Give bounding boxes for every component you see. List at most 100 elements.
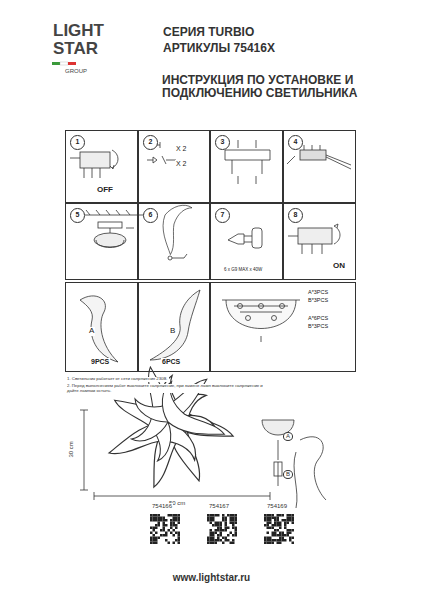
qr-module bbox=[264, 514, 267, 517]
qr-module bbox=[227, 527, 230, 530]
qr-module bbox=[155, 527, 158, 530]
qr-module bbox=[163, 522, 166, 525]
qr-module bbox=[212, 539, 215, 542]
qr-module bbox=[269, 537, 272, 540]
qr-module bbox=[220, 522, 223, 525]
qr-module bbox=[279, 537, 282, 540]
qr-module bbox=[272, 532, 275, 535]
qr-module bbox=[215, 532, 218, 535]
qr-module bbox=[287, 522, 290, 525]
qr-module bbox=[175, 527, 178, 530]
qr-module bbox=[222, 517, 225, 520]
qr-module bbox=[210, 522, 213, 525]
qr-module bbox=[153, 529, 156, 532]
step-cell: 8ON bbox=[283, 203, 356, 280]
cell-text: 6PCS bbox=[161, 358, 181, 366]
qr-module bbox=[150, 514, 153, 517]
qr-module bbox=[170, 524, 173, 527]
qr-module bbox=[178, 534, 181, 537]
qr-module bbox=[175, 514, 178, 517]
qr-module bbox=[272, 514, 275, 517]
qr-module bbox=[235, 519, 238, 522]
step-cell: 3 bbox=[210, 130, 283, 203]
qr-module bbox=[150, 517, 153, 520]
qr-module bbox=[269, 527, 272, 530]
qr-module bbox=[235, 514, 238, 517]
qr-module bbox=[153, 527, 156, 530]
qr-module bbox=[287, 529, 290, 532]
qr-module bbox=[289, 529, 292, 532]
qr-module bbox=[153, 534, 156, 537]
note: 1. Светильник работает от сети напряжени… bbox=[66, 377, 169, 382]
qr-module bbox=[264, 537, 267, 540]
qr-module bbox=[279, 532, 282, 535]
qr-module bbox=[217, 514, 220, 517]
qr-module bbox=[289, 517, 292, 520]
qr-module bbox=[158, 522, 161, 525]
qr-module bbox=[277, 542, 280, 545]
cell-text: X 2 bbox=[175, 160, 188, 168]
qr-module bbox=[235, 527, 238, 530]
qr-module bbox=[287, 519, 290, 522]
qr-module bbox=[158, 524, 161, 527]
qr-module bbox=[277, 539, 280, 542]
series-name: СЕРИЯ TURBIO bbox=[162, 26, 255, 39]
logo-text: GROUP bbox=[64, 68, 88, 75]
qr-module bbox=[289, 532, 292, 535]
callout-letter: A bbox=[283, 432, 293, 441]
qr-module bbox=[282, 532, 285, 535]
qr-module bbox=[274, 529, 277, 532]
qr-module bbox=[168, 542, 171, 545]
qr-module bbox=[284, 522, 287, 525]
qr-module bbox=[267, 517, 270, 520]
qr-module bbox=[165, 534, 168, 537]
logo-text: STAR bbox=[52, 40, 99, 59]
step-cell: B6PCS bbox=[138, 282, 210, 372]
qr-module bbox=[210, 537, 213, 540]
qr-module bbox=[158, 537, 161, 540]
step-cell: A*3PCSB*3PCSA*6PCSB*3PCS bbox=[210, 282, 356, 372]
qr-module bbox=[175, 539, 178, 542]
qr-module bbox=[292, 537, 295, 540]
qr-module bbox=[210, 529, 213, 532]
step-cell: A9PCS bbox=[65, 282, 138, 372]
qr-module bbox=[160, 529, 163, 532]
qr-module bbox=[225, 537, 228, 540]
qr-module bbox=[269, 514, 272, 517]
qr-module bbox=[150, 527, 153, 530]
qr-module bbox=[292, 519, 295, 522]
qr-module bbox=[163, 534, 166, 537]
qr-module bbox=[160, 534, 163, 537]
qr-module bbox=[230, 522, 233, 525]
qr-module bbox=[284, 524, 287, 527]
qr-module bbox=[163, 524, 166, 527]
qr-module bbox=[220, 532, 223, 535]
step-number: 6 bbox=[143, 208, 158, 223]
qr-module bbox=[212, 514, 215, 517]
qr-module bbox=[217, 539, 220, 542]
qr-module bbox=[173, 522, 176, 525]
qr-module bbox=[279, 527, 282, 530]
qr-module bbox=[163, 527, 166, 530]
qr-module bbox=[222, 514, 225, 517]
qr-module bbox=[160, 517, 163, 520]
qr-module bbox=[212, 519, 215, 522]
qr-module bbox=[289, 514, 292, 517]
qr-module bbox=[207, 537, 210, 540]
qr-module bbox=[163, 517, 166, 520]
qr-module bbox=[287, 517, 290, 520]
qr-module bbox=[230, 542, 233, 545]
qr-module bbox=[225, 517, 228, 520]
article-number: 754166 bbox=[151, 503, 173, 510]
qr-module bbox=[274, 522, 277, 525]
qr-module bbox=[217, 534, 220, 537]
qr-module bbox=[225, 524, 228, 527]
article-number: 754169 bbox=[266, 503, 288, 510]
qr-module bbox=[277, 514, 280, 517]
qr-module bbox=[272, 524, 275, 527]
qr-module bbox=[170, 514, 173, 517]
qr-module bbox=[235, 529, 238, 532]
qr-module bbox=[282, 514, 285, 517]
qr-module bbox=[150, 519, 153, 522]
qr-module bbox=[292, 542, 295, 545]
